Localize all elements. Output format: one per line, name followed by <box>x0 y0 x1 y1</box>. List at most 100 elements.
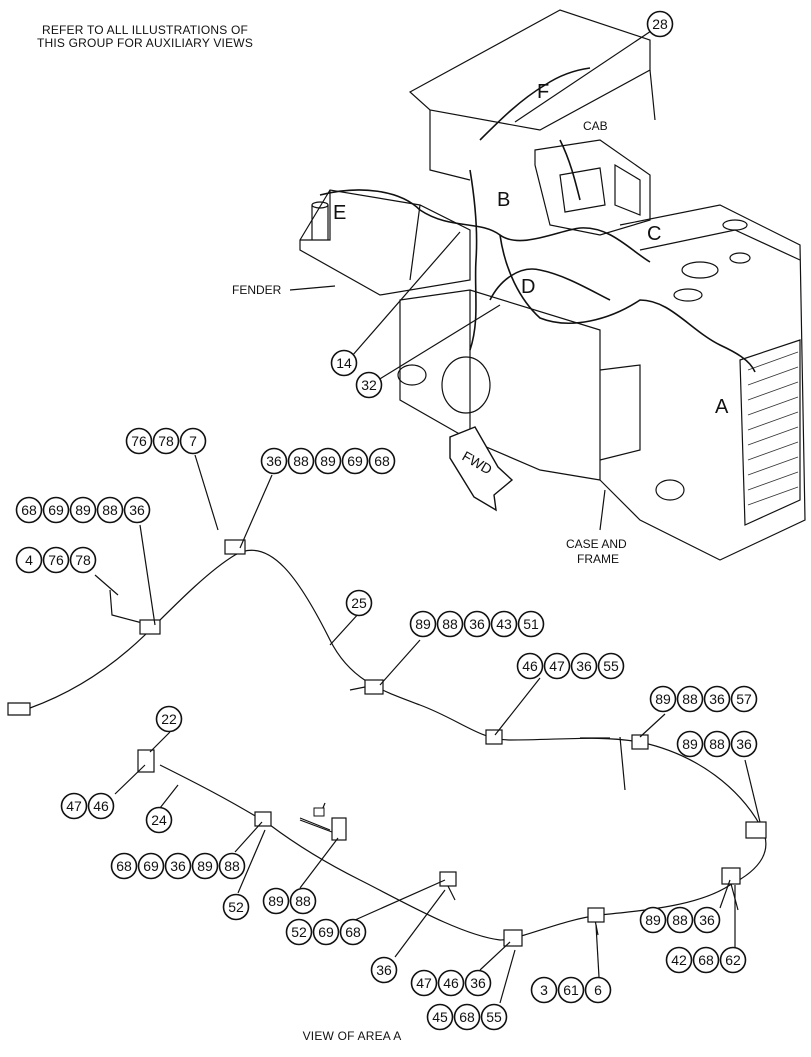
callout-36-num: 36 <box>376 962 392 978</box>
callout-4-76-78-n1: 76 <box>48 552 64 568</box>
callout-25-num: 25 <box>351 595 367 611</box>
callout-22-num: 22 <box>161 711 177 727</box>
callout-52-69-68-n1: 69 <box>318 924 334 940</box>
callout-4-76-78-n0: 4 <box>25 552 33 568</box>
callout-36-88-89-69-68-n0: 36 <box>266 453 282 469</box>
callout-52-num: 52 <box>228 899 244 915</box>
callout-89-88-lower-n1: 88 <box>295 893 311 909</box>
callout-89-88-36-43-51-n1: 88 <box>442 616 458 632</box>
callout-89-88-36-57-n1: 88 <box>682 691 698 707</box>
callout-89-88-36-43-51-n2: 36 <box>469 616 485 632</box>
callout-3-61-6-n0: 3 <box>540 982 548 998</box>
callout-28: 28 <box>646 10 674 38</box>
callout-89-88-36-43-51-n0: 89 <box>415 616 431 632</box>
leader-lines <box>94 24 761 1004</box>
callout-52-69-68: 52 69 68 <box>285 918 367 946</box>
callout-68-69-36-89-88-n3: 89 <box>197 858 213 874</box>
callout-68-69-89-88-36: 68 69 89 88 36 <box>15 496 151 524</box>
callout-47-46-36-n2: 36 <box>470 975 486 991</box>
callout-46-47-36-55-n2: 36 <box>576 658 592 674</box>
refer-note-line2: THIS GROUP FOR AUXILIARY VIEWS <box>36 36 254 50</box>
callout-68-69-89-88-36-n3: 88 <box>102 502 118 518</box>
callout-89-88-36-57-n2: 36 <box>709 691 725 707</box>
callout-36-88-89-69-68-n2: 89 <box>320 453 336 469</box>
callout-89-88-36-57: 89 88 36 57 <box>649 685 758 713</box>
callout-32-num: 32 <box>361 377 377 393</box>
callout-68-69-89-88-36-n4: 36 <box>129 502 145 518</box>
callout-89-88-36-upper-n2: 36 <box>736 736 752 752</box>
callout-42-68-62: 42 68 62 <box>665 946 747 974</box>
refer-note: REFER TO ALL ILLUSTRATIONS OF THIS GROUP… <box>20 24 270 50</box>
callout-52-69-68-n0: 52 <box>291 924 307 940</box>
callout-42-68-62-n2: 62 <box>725 952 741 968</box>
callout-89-88-36-57-n3: 57 <box>736 691 752 707</box>
callout-45-68-55-n1: 68 <box>459 1009 475 1025</box>
view-of-area-caption: VIEW OF AREA A <box>302 1029 402 1043</box>
forward-arrow-icon: FWD <box>449 426 514 512</box>
fender-leader <box>289 285 336 291</box>
callout-46-47-36-55: 46 47 36 55 <box>516 652 625 680</box>
callout-89-88-36-43-51: 89 88 36 43 51 <box>409 610 545 638</box>
callout-47-46-36-n0: 47 <box>416 975 432 991</box>
case-frame-label-line1: CASE AND <box>566 537 627 551</box>
callout-76-78-7-n1: 78 <box>158 433 174 449</box>
callout-47-46: 47 46 <box>60 792 115 820</box>
callout-89-88-36-upper-n1: 88 <box>709 736 725 752</box>
callout-45-68-55-n2: 55 <box>486 1009 502 1025</box>
case-frame-leader <box>599 489 606 531</box>
callout-89-88-36-57-n0: 89 <box>655 691 671 707</box>
callout-68-69-89-88-36-n0: 68 <box>21 502 37 518</box>
view-letter-e: E <box>333 202 346 224</box>
callout-25: 25 <box>345 589 373 617</box>
callout-89-88-36-lower-n2: 36 <box>699 912 715 928</box>
callout-45-68-55-n0: 45 <box>432 1009 448 1025</box>
callout-68-69-36-89-88-n1: 69 <box>143 858 159 874</box>
callout-36: 36 <box>370 956 398 984</box>
callout-89-88-36-lower: 89 88 36 <box>639 906 721 934</box>
machine-illustration <box>299 9 806 561</box>
refer-note-line1: REFER TO ALL ILLUSTRATIONS OF <box>41 23 249 37</box>
callout-89-88-lower-n0: 89 <box>268 893 284 909</box>
callout-14-num: 14 <box>336 355 352 371</box>
callout-89-88-36-lower-n0: 89 <box>645 912 661 928</box>
callout-3-61-6-n2: 6 <box>594 982 602 998</box>
view-letter-a: A <box>715 396 729 418</box>
callout-68-69-89-88-36-n2: 89 <box>75 502 91 518</box>
cab-label: CAB <box>583 119 608 133</box>
callout-68-69-36-89-88-n0: 68 <box>116 858 132 874</box>
callout-89-88-36-43-51-n4: 51 <box>523 616 539 632</box>
callout-47-46-n0: 47 <box>66 798 82 814</box>
callout-28-num: 28 <box>652 16 668 32</box>
view-letter-f: F <box>537 81 549 103</box>
callout-68-69-89-88-36-n1: 69 <box>48 502 64 518</box>
callout-4-76-78-n2: 78 <box>75 552 91 568</box>
callout-89-88-36-upper-n0: 89 <box>682 736 698 752</box>
callout-36-88-89-69-68-n4: 68 <box>374 453 390 469</box>
callout-36-88-89-69-68: 36 88 89 69 68 <box>260 447 396 475</box>
callout-89-88-36-43-51-n3: 43 <box>496 616 512 632</box>
view-letter-d: D <box>521 276 535 298</box>
callout-89-88-36-upper: 89 88 36 <box>676 730 758 758</box>
view-letter-c: C <box>647 223 661 245</box>
fender-label: FENDER <box>232 283 282 297</box>
callout-42-68-62-n0: 42 <box>671 952 687 968</box>
callout-89-88-lower: 89 88 <box>262 887 317 915</box>
callout-46-47-36-55-n0: 46 <box>522 658 538 674</box>
callout-68-69-36-89-88: 68 69 36 89 88 <box>110 852 246 880</box>
callout-47-46-n1: 46 <box>93 798 109 814</box>
callout-42-68-62-n1: 68 <box>698 952 714 968</box>
harness-view <box>7 539 767 947</box>
callout-68-69-36-89-88-n4: 88 <box>224 858 240 874</box>
case-frame-label-line2: FRAME <box>577 552 619 566</box>
callout-46-47-36-55-n3: 55 <box>603 658 619 674</box>
callout-52: 52 <box>222 893 250 921</box>
callout-4-76-78: 4 76 78 <box>15 546 97 574</box>
callout-76-78-7: 76 78 7 <box>125 427 207 455</box>
callout-24-num: 24 <box>151 812 167 828</box>
callout-47-46-36-n1: 46 <box>443 975 459 991</box>
callout-52-69-68-n2: 68 <box>345 924 361 940</box>
callout-68-69-36-89-88-n2: 36 <box>170 858 186 874</box>
callout-22: 22 <box>155 705 183 733</box>
view-letter-b: B <box>497 189 510 211</box>
